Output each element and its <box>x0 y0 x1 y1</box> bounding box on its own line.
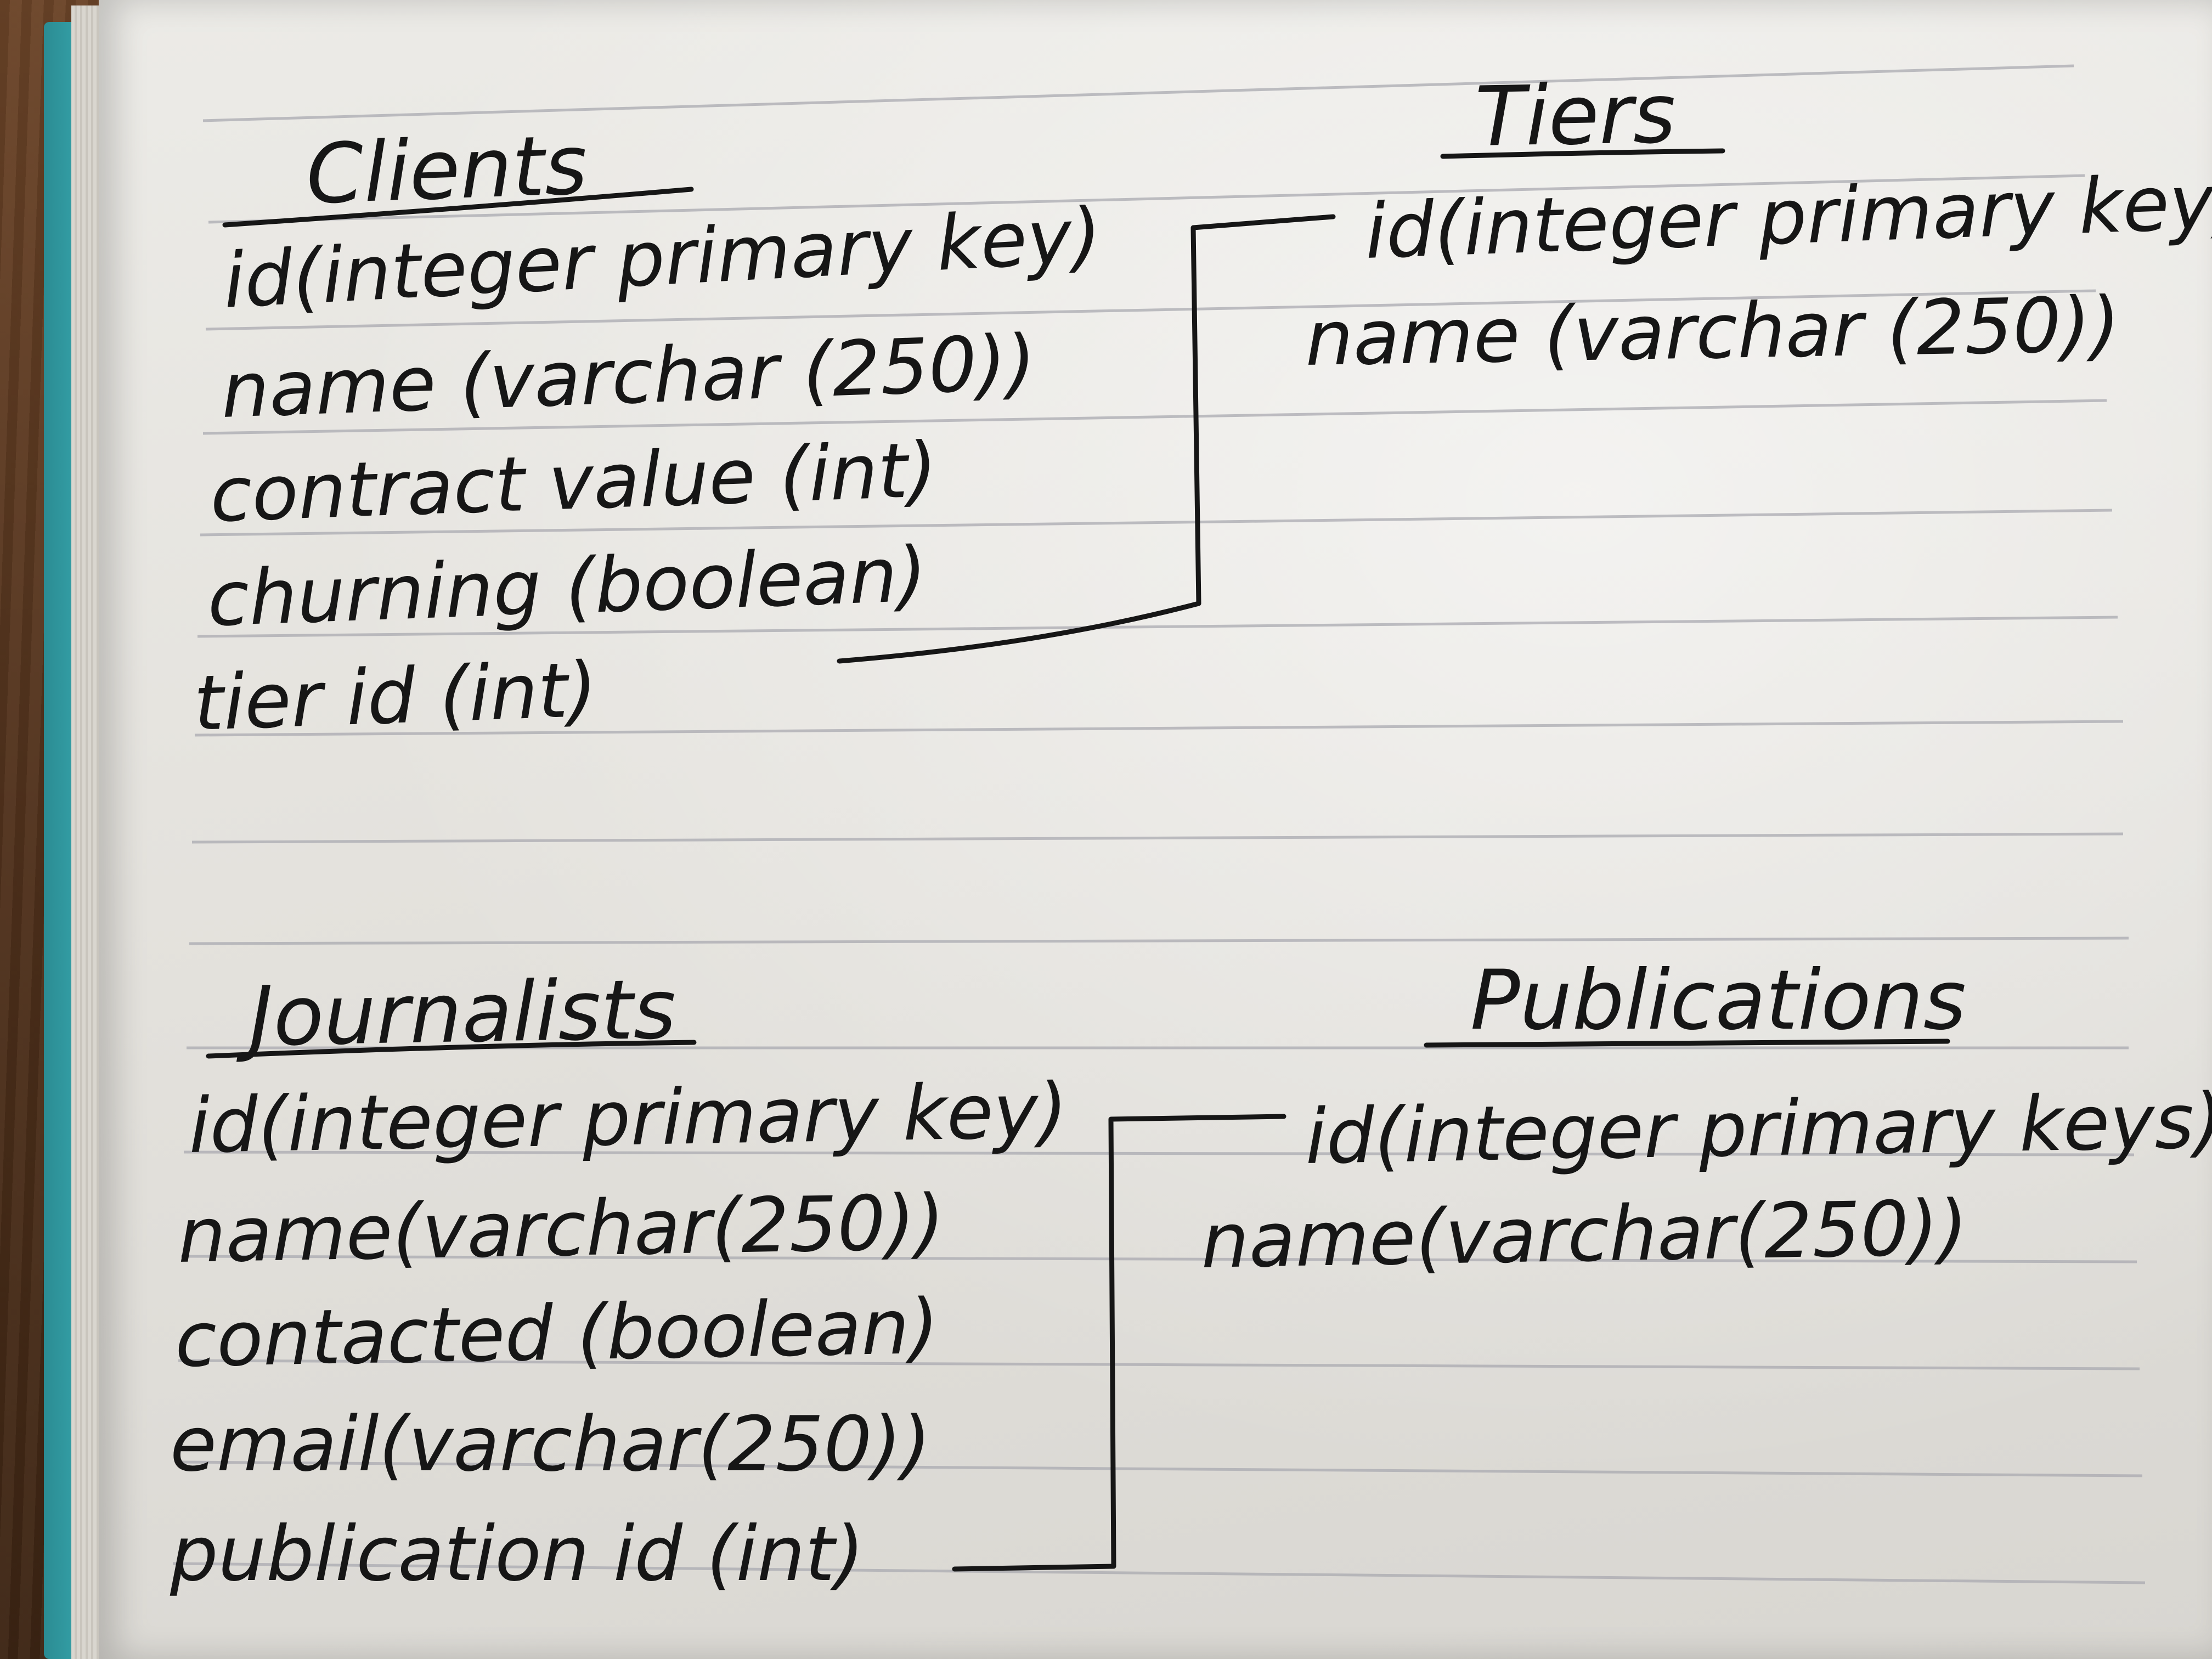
clients-table: Clients id(integer primary key) name (va… <box>193 117 1104 748</box>
journalists-publications-relationship-line <box>952 1114 1286 1572</box>
publications-field-name: name(varchar(250)) <box>1200 1184 1968 1285</box>
journalists-field-id: id(integer primary key) <box>188 1066 1069 1170</box>
tiers-title: Tiers <box>1475 66 1677 165</box>
clients-field-tier-id: tier id (int) <box>193 645 599 748</box>
journalists-table: Journalists id(integer primary key) name… <box>170 962 1068 1598</box>
clients-tiers-relationship-line <box>837 214 1336 664</box>
publications-table: Publications id(integer primary keys) na… <box>1200 953 2212 1285</box>
tiers-title-underline <box>1440 148 1725 159</box>
clients-field-contract-value: contract value (int) <box>209 426 939 539</box>
clients-title-underline <box>222 187 694 228</box>
tiers-field-id: id(integer primary key) <box>1364 157 2212 276</box>
clients-field-name: name (varchar (250)) <box>220 318 1037 435</box>
publications-title-underline <box>1424 1039 1950 1048</box>
clients-title: Clients <box>304 117 589 223</box>
journalists-field-contacted: contacted (boolean) <box>174 1283 940 1384</box>
tiers-table: Tiers id(integer primary key) name (varc… <box>1305 66 2212 383</box>
journalists-field-publication-id: publication id (int) <box>170 1510 864 1598</box>
publications-field-id: id(integer primary keys) <box>1305 1077 2212 1181</box>
tiers-field-name: name (varchar (250)) <box>1305 280 2121 383</box>
journalists-title-underline <box>206 1040 697 1059</box>
publications-title: Publications <box>1470 953 1966 1048</box>
clients-field-churning: churning (boolean) <box>206 530 929 644</box>
notebook-page <box>99 0 2212 1659</box>
journalists-field-name: name(varchar(250)) <box>177 1178 945 1280</box>
journalists-field-email: email(varchar(250)) <box>170 1400 931 1488</box>
